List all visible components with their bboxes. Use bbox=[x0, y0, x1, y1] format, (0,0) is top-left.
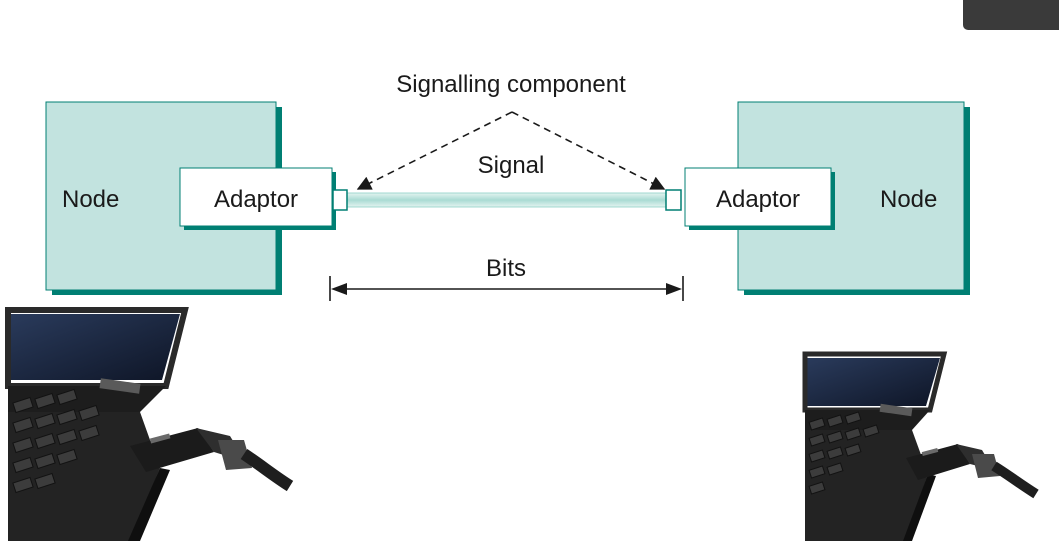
dashed-arrow-right bbox=[511, 111, 666, 190]
laptop-photo-left bbox=[5, 307, 294, 541]
corner-tab bbox=[963, 0, 1059, 30]
dashed-arrow-left bbox=[356, 111, 513, 190]
left-adaptor-box bbox=[179, 167, 336, 230]
left-node-label: Node bbox=[62, 186, 119, 213]
right-adaptor-label: Adaptor bbox=[716, 186, 800, 213]
right-port-connector bbox=[665, 189, 682, 211]
left-adaptor-label: Adaptor bbox=[214, 186, 298, 213]
signal-label: Signal bbox=[478, 152, 545, 179]
signal-cable bbox=[345, 192, 667, 208]
left-port-connector bbox=[332, 189, 348, 211]
laptop-photo-right bbox=[802, 351, 1039, 541]
bits-label: Bits bbox=[486, 255, 526, 282]
left-node bbox=[45, 101, 282, 295]
signalling-component-label: Signalling component bbox=[396, 71, 626, 98]
right-adaptor-box bbox=[684, 167, 835, 230]
right-node-label: Node bbox=[880, 186, 937, 213]
